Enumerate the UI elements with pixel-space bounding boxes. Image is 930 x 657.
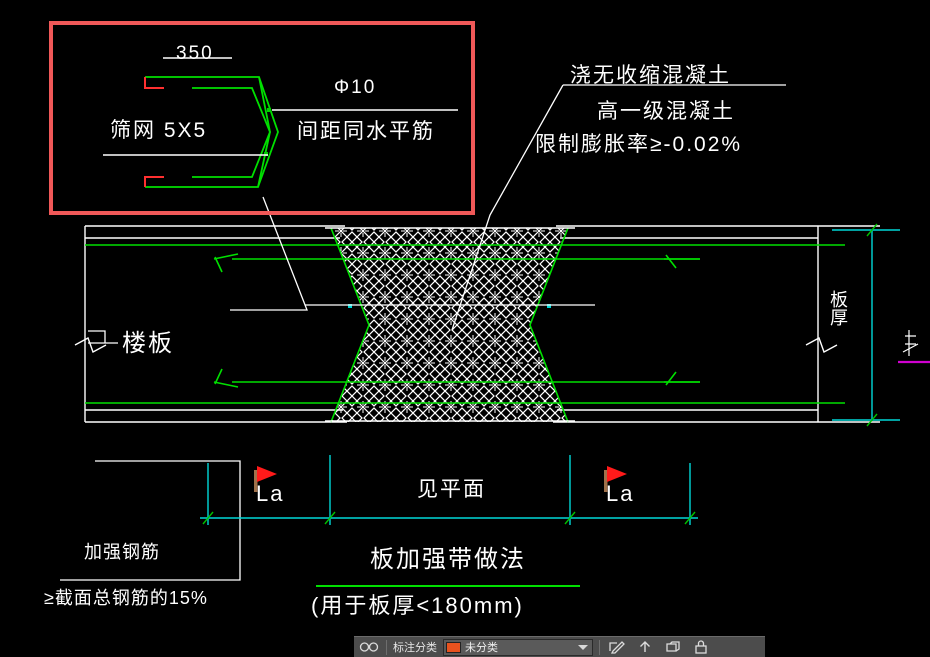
dimension-center-span: 见平面 <box>417 478 486 501</box>
flag-marker-left <box>254 466 277 492</box>
flag-marker-right <box>604 466 627 492</box>
strengthening-band-hatch <box>331 228 568 422</box>
dimension-right-la: La <box>606 481 635 506</box>
category-label: 标注分类 <box>393 642 437 654</box>
detail-dimension-350: 350 <box>176 43 214 64</box>
upload-icon[interactable] <box>634 639 656 655</box>
leader-concrete-note <box>451 84 786 331</box>
detail-bar-end-ticks <box>144 77 164 187</box>
leader-slab-label <box>88 330 118 344</box>
glasses-icon[interactable] <box>358 639 380 655</box>
chevron-down-icon[interactable] <box>578 644 588 650</box>
right-edge-partial-object <box>898 330 930 364</box>
detail-mesh-label: 筛网 5X5 <box>110 119 208 142</box>
category-color-swatch <box>446 641 461 653</box>
strengthening-band-outline <box>330 227 569 423</box>
slab-outline-left <box>84 225 347 423</box>
detail-node-markers <box>264 108 271 156</box>
detail-leader-lines <box>103 57 458 156</box>
lock-icon[interactable] <box>690 639 712 655</box>
cad-drawing-canvas[interactable]: 350 筛网 5X5 Φ10 间距同水平筋 浇无收缩混凝土 高一级混凝土 限制膨… <box>0 0 930 636</box>
leader-mesh-detail <box>230 196 308 311</box>
detail-bent-bar <box>145 76 279 188</box>
slab-label: 楼板 <box>122 330 174 357</box>
cad-vector-drawing <box>49 21 930 587</box>
break-symbol-left <box>74 336 107 354</box>
category-selected-value: 未分类 <box>465 642 498 654</box>
concrete-note-line2: 高一级混凝土 <box>597 100 735 123</box>
copy-icon[interactable] <box>662 639 684 655</box>
detail-bar-spec: Φ10 <box>334 77 377 98</box>
detail-bar-spacing-note: 间距同水平筋 <box>297 120 435 143</box>
rebar-lines-horizontal <box>85 244 845 404</box>
toolbar-separator-1 <box>386 639 387 655</box>
dimension-tick-marks <box>202 223 878 525</box>
snap-node-markers <box>348 304 551 308</box>
band-edge-lines <box>325 227 575 422</box>
bottom-toolbar: 标注分类 未分类 <box>0 636 930 657</box>
edit-layer-icon[interactable] <box>606 639 628 655</box>
leader-rebar-note <box>60 460 241 581</box>
category-dropdown[interactable]: 未分类 <box>443 638 593 656</box>
concrete-note-line3: 限制膨胀率≥-0.02% <box>535 133 743 156</box>
toolbar-panel: 标注分类 未分类 <box>354 636 765 657</box>
detail-callout-box[interactable] <box>49 21 475 215</box>
break-symbol-right <box>805 336 838 354</box>
dimension-left-la: La <box>256 481 285 506</box>
slab-outline-right <box>553 225 880 423</box>
dimension-lines <box>200 229 900 525</box>
drawing-title: 板加强带做法 <box>370 546 526 573</box>
note-rebar-detail: ≥截面总钢筋的15% <box>44 588 208 608</box>
rebar-hook-marks <box>213 253 700 388</box>
note-rebar-title: 加强钢筋 <box>84 542 160 562</box>
concrete-note-line1: 浇无收缩混凝土 <box>570 64 731 87</box>
drawing-subtitle: (用于板厚<180mm) <box>311 593 524 618</box>
toolbar-separator-2 <box>599 639 600 655</box>
slab-thickness-label: 板厚 <box>828 290 848 326</box>
